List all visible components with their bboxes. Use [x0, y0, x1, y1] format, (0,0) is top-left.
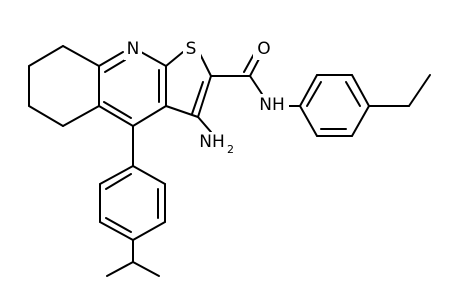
bond	[197, 75, 212, 118]
bond	[249, 56, 261, 77]
bond	[132, 221, 166, 241]
bond	[132, 105, 167, 127]
bond	[191, 81, 204, 115]
bond	[408, 74, 431, 107]
bond	[351, 74, 370, 107]
bond	[106, 261, 134, 277]
bond	[299, 74, 318, 107]
atom-labels: N S O NH NH 2	[124, 38, 289, 156]
bond	[28, 45, 64, 67]
bond	[99, 165, 134, 185]
bond	[28, 105, 64, 127]
bond	[105, 173, 132, 190]
bond	[306, 81, 322, 107]
nitrogen-label: N	[127, 39, 140, 59]
oxygen-label: O	[257, 39, 270, 59]
bond	[165, 105, 199, 118]
label-bg	[255, 94, 289, 116]
bond	[345, 81, 361, 107]
bond	[299, 105, 318, 137]
label-bg	[183, 38, 201, 60]
amide-nh-label: NH	[259, 95, 285, 115]
bond	[132, 165, 166, 185]
bond	[132, 261, 160, 277]
bond-lines	[28, 45, 431, 277]
amino-subscript: 2	[227, 143, 234, 156]
bond	[351, 105, 370, 137]
bond	[197, 116, 212, 133]
label-bg	[124, 38, 142, 60]
bond	[140, 51, 167, 67]
label-bg	[253, 38, 275, 60]
label-bg	[193, 132, 237, 156]
bond	[98, 105, 134, 127]
bond	[62, 105, 100, 127]
bond	[62, 45, 100, 67]
bond	[103, 101, 132, 119]
sulfur-label: S	[186, 39, 197, 59]
bond	[249, 75, 263, 95]
bond	[165, 51, 184, 67]
amino-label: NH	[199, 132, 225, 152]
bond	[243, 53, 255, 73]
bond	[105, 217, 132, 233]
bond	[104, 59, 126, 73]
bond	[99, 221, 134, 241]
bond	[98, 51, 124, 67]
